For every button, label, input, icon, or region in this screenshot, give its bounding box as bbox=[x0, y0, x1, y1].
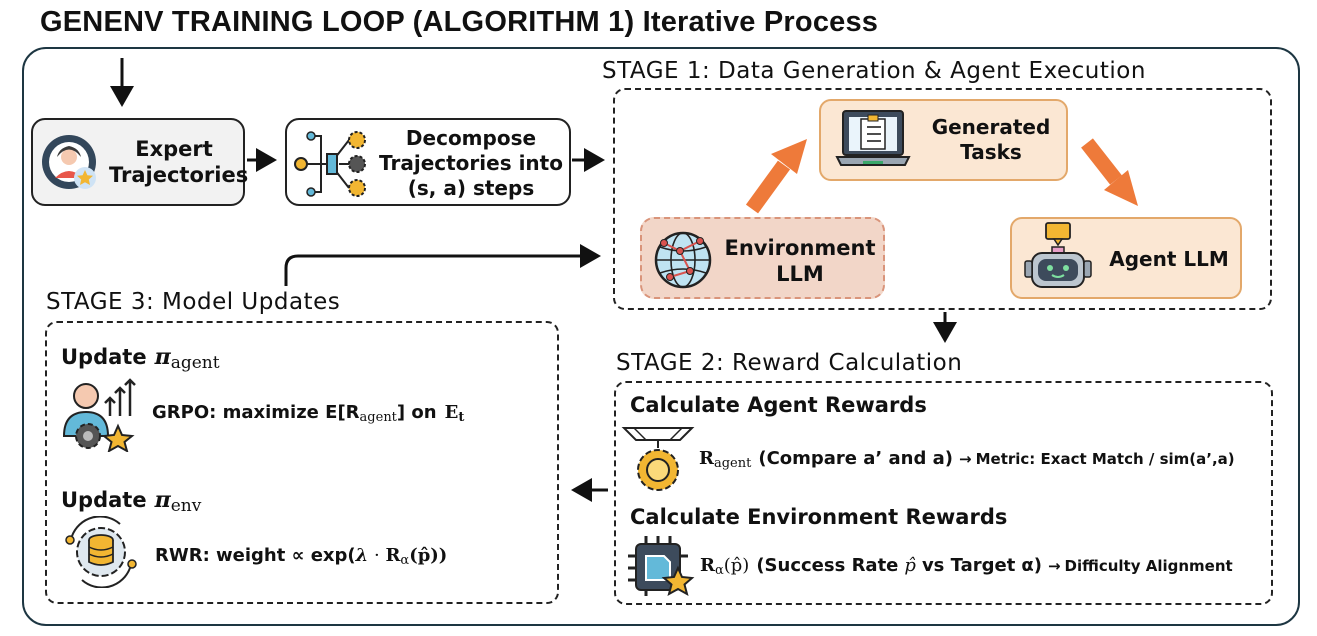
generated-label-line1: Generated bbox=[931, 115, 1051, 139]
decompose-label-line1: Decompose bbox=[405, 126, 537, 150]
globe-network-icon bbox=[654, 231, 712, 289]
env-rewards-heading: Calculate Environment Rewards bbox=[630, 505, 1008, 529]
generated-label-line2: Tasks bbox=[960, 140, 1022, 164]
decompose-label-line3: (s, a) steps bbox=[407, 176, 535, 200]
arrow-feedback-to-stage1 bbox=[284, 244, 601, 286]
environment-label-line2: LLM bbox=[776, 262, 824, 287]
stage-2-panel bbox=[614, 381, 1273, 605]
person-star-icon bbox=[42, 135, 96, 189]
environment-label-line1: Environment bbox=[724, 236, 876, 260]
stage-1-panel bbox=[613, 88, 1272, 310]
stage-1-title: STAGE 1: Data Generation & Agent Executi… bbox=[598, 58, 1150, 84]
expert-label-line2: Trajectories bbox=[109, 163, 249, 188]
stage-3-panel bbox=[45, 321, 559, 604]
stage-2-title: STAGE 2: Reward Calculation bbox=[612, 350, 967, 376]
orange-arrow-tasks-to-agent bbox=[1081, 138, 1138, 206]
laptop-checklist-icon bbox=[835, 110, 911, 166]
robot-icon bbox=[1024, 222, 1092, 288]
diagram-title: GENENV TRAINING LOOP (ALGORITHM 1) Itera… bbox=[40, 6, 879, 38]
user-growth-icon bbox=[62, 378, 136, 452]
agent-rewards-heading: Calculate Agent Rewards bbox=[630, 393, 927, 417]
stage-3-title: STAGE 3: Model Updates bbox=[42, 289, 345, 315]
orange-arrow-env-to-tasks bbox=[745, 139, 807, 214]
decompose-tree-icon bbox=[294, 131, 366, 197]
agent-label: Agent LLM bbox=[1109, 247, 1229, 271]
decompose-label-line2: Trajectories into bbox=[379, 151, 563, 175]
decompose-box: Decompose Trajectories into (s, a) steps bbox=[285, 118, 571, 206]
expert-trajectories-box: Expert Trajectories bbox=[31, 118, 249, 206]
generated-tasks-box: Generated Tasks bbox=[819, 99, 1068, 181]
expert-label-line1: Expert bbox=[135, 137, 213, 161]
agent-llm-box: Agent LLM bbox=[1010, 217, 1242, 299]
outer-loop-frame bbox=[22, 47, 1300, 626]
environment-llm-box: Environment LLM bbox=[640, 217, 885, 299]
gear-funnel-icon bbox=[621, 427, 695, 491]
chip-star-icon bbox=[628, 536, 695, 597]
gear-database-icon bbox=[65, 516, 137, 588]
